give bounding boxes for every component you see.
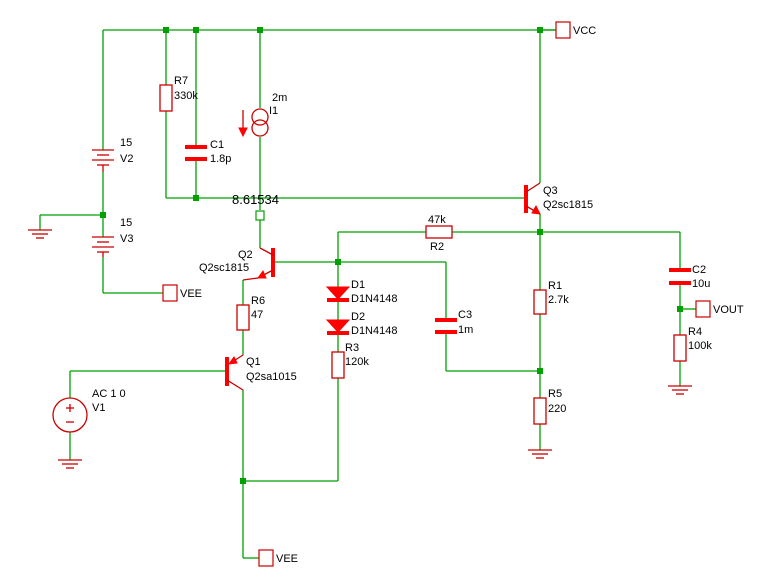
q2-ref: Q2 <box>238 249 253 261</box>
r3-ref: R3 <box>345 342 359 354</box>
voltage-probe[interactable]: 8.61534 <box>232 192 279 221</box>
c3-ref: C3 <box>458 309 472 321</box>
r2-value: 47k <box>428 214 446 226</box>
vee-port-bottom[interactable]: VEE <box>258 549 298 567</box>
resistor-r5[interactable]: R5 220 <box>533 388 566 425</box>
vee-port-bottom-label: VEE <box>276 553 298 565</box>
transistor-q2[interactable]: Q2 Q2sc1815 <box>199 247 275 281</box>
node-voltage-label: 8.61534 <box>232 192 279 207</box>
ac-source-v1[interactable]: AC 1 0 V1 <box>52 388 126 433</box>
battery-v3[interactable]: 15 V3 <box>92 217 133 257</box>
vout-port[interactable]: VOUT <box>695 300 744 318</box>
resistor-r6[interactable]: R6 47 <box>236 295 265 331</box>
i1-ref: I1 <box>269 105 278 117</box>
c1-ref: C1 <box>210 139 224 151</box>
current-source-i1[interactable]: 2m I1 <box>238 92 287 138</box>
junction-dot <box>335 259 341 265</box>
vout-port-label: VOUT <box>713 304 744 316</box>
junction-dot <box>163 27 169 33</box>
capacitor-c3[interactable]: C3 1m <box>435 309 473 336</box>
c1-value: 1.8p <box>210 153 231 165</box>
junctions <box>100 27 683 484</box>
resistor-r1[interactable]: R1 2.7k <box>533 280 569 315</box>
capacitor-c2[interactable]: C2 10u <box>669 264 710 290</box>
c3-value: 1m <box>458 324 473 336</box>
c2-ref: C2 <box>692 264 706 276</box>
d1-model: D1N4148 <box>351 293 397 305</box>
v3-value: 15 <box>120 217 132 229</box>
v1-ref: V1 <box>92 402 105 414</box>
ground-icon <box>28 229 52 239</box>
q3-ref: Q3 <box>543 185 558 197</box>
r4-ref: R4 <box>688 326 702 338</box>
wires <box>39 29 696 559</box>
r3-value: 120k <box>345 356 369 368</box>
r7-ref: R7 <box>174 75 188 87</box>
i1-value: 2m <box>272 92 287 104</box>
q1-ref: Q1 <box>246 356 261 368</box>
ground-icon <box>58 459 82 469</box>
transistor-q3[interactable]: Q3 Q2sc1815 <box>524 182 593 215</box>
r1-ref: R1 <box>548 280 562 292</box>
junction-dot <box>193 27 199 33</box>
junction-dot <box>193 195 199 201</box>
junction-dot <box>677 306 683 312</box>
vee-port-top[interactable]: VEE <box>162 284 202 302</box>
v2-ref: V2 <box>120 153 133 165</box>
junction-dot <box>537 229 543 235</box>
d1-ref: D1 <box>351 279 365 291</box>
r5-ref: R5 <box>548 388 562 400</box>
v2-value: 15 <box>120 137 132 149</box>
resistor-r4[interactable]: R4 100k <box>673 326 712 362</box>
r1-value: 2.7k <box>548 294 569 306</box>
vcc-port-label: VCC <box>573 25 596 37</box>
r6-value: 47 <box>251 309 263 321</box>
junction-dot <box>537 27 543 33</box>
resistor-r3[interactable]: R3 120k <box>331 342 369 379</box>
junction-dot <box>257 27 263 33</box>
r7-value: 330k <box>174 90 198 102</box>
capacitor-c1[interactable]: C1 1.8p <box>185 139 231 165</box>
diode-d1[interactable]: D1 D1N4148 <box>325 279 397 305</box>
d2-ref: D2 <box>351 311 365 323</box>
v1-value: AC 1 0 <box>92 388 126 400</box>
r6-ref: R6 <box>251 295 265 307</box>
d2-model: D1N4148 <box>351 325 397 337</box>
r2-ref: R2 <box>430 241 444 253</box>
ground-icon <box>668 385 692 395</box>
junction-dot <box>100 212 106 218</box>
q3-model: Q2sc1815 <box>543 199 593 211</box>
vee-port-top-label: VEE <box>180 288 202 300</box>
q1-model: Q2sa1015 <box>246 371 297 383</box>
r4-value: 100k <box>688 340 712 352</box>
c2-value: 10u <box>692 278 710 290</box>
r5-value: 220 <box>548 403 566 415</box>
junction-dot <box>537 368 543 374</box>
diode-d2[interactable]: D2 D1N4148 <box>325 311 397 337</box>
ground-icon <box>528 449 552 459</box>
resistor-r7[interactable]: R7 330k <box>159 75 198 112</box>
q2-model: Q2sc1815 <box>199 262 249 274</box>
transistor-q1[interactable]: Q1 Q2sa1015 <box>225 354 297 391</box>
resistor-r2[interactable]: 47k R2 <box>425 214 453 253</box>
junction-dot <box>240 478 246 484</box>
vcc-port[interactable]: VCC <box>555 21 596 39</box>
v3-ref: V3 <box>120 233 133 245</box>
battery-v2[interactable]: 15 V2 <box>92 137 133 172</box>
